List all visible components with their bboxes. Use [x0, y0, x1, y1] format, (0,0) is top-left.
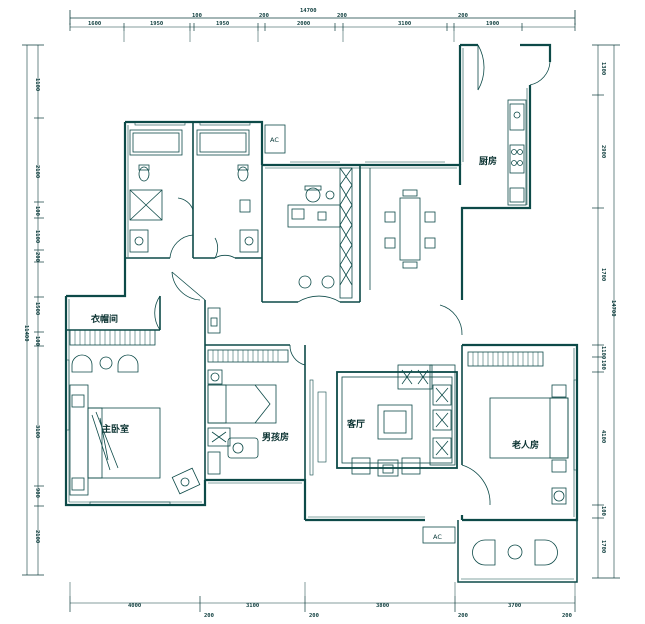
top-dim-6: 2000 [297, 21, 310, 27]
left-dim-6: 1500 [34, 302, 40, 315]
windows [65, 121, 578, 506]
bottom-dimension: 4000 3100 3800 3700 200 200 200 200 [69, 582, 576, 619]
left-dimension: 11400 1100 2100 100 1100 200 1500 100 31… [22, 44, 44, 576]
top-dim-4: 1950 [216, 21, 229, 27]
top-dim-2: 1950 [150, 21, 163, 27]
left-dim-1: 1100 [34, 78, 40, 91]
ac-label-bottom: AC [433, 533, 442, 541]
elder-room-furniture [467, 351, 569, 566]
right-dim-7: 100 [600, 506, 606, 516]
left-dim-8: 3100 [34, 425, 40, 438]
room-label-master-bedroom: 主卧室 [102, 423, 129, 435]
right-dim-8: 1700 [600, 540, 606, 553]
study-furniture [287, 167, 353, 303]
room-label-wardrobe: 衣帽间 [91, 313, 118, 325]
bottom-dim-1: 4000 [128, 603, 141, 609]
left-total-dim: 11400 [23, 325, 29, 342]
kitchen-fixtures [507, 99, 527, 206]
right-total-dim: 14700 [610, 300, 616, 317]
exterior-walls [64, 43, 579, 583]
master-bedroom-furniture [69, 295, 201, 496]
boys-room-furniture [207, 349, 289, 475]
room-label-kitchen: 厨房 [479, 155, 497, 167]
left-dim-4: 1100 [34, 230, 40, 243]
top-dim-3: 100 [192, 13, 202, 19]
right-dim-6: 4100 [600, 430, 606, 443]
bottom-sub-2: 200 [309, 613, 319, 619]
left-dim-3: 100 [34, 206, 40, 216]
ac-unit-bottom [422, 526, 456, 544]
bottom-dim-2: 3100 [246, 603, 259, 609]
bottom-dim-3: 3800 [376, 603, 389, 609]
dining-furniture [369, 168, 436, 290]
bottom-sub-3: 200 [458, 613, 468, 619]
kitchen-door [477, 44, 551, 91]
bottom-sub-1: 200 [204, 613, 214, 619]
right-dim-5: 100 [600, 360, 606, 370]
left-dim-10: 2100 [34, 530, 40, 543]
bathrooms [129, 124, 286, 259]
top-dimension: 14700 1600 1950 100 1950 200 2000 200 31… [69, 8, 576, 42]
top-dim-8: 3100 [398, 21, 411, 27]
left-dim-7: 100 [34, 336, 40, 346]
top-dim-7: 200 [337, 13, 347, 19]
doors [171, 271, 491, 506]
right-dimension: 14700 1300 2900 1700 1100 100 4100 100 1… [592, 44, 620, 579]
room-label-elder-room: 老人房 [511, 439, 539, 451]
room-label-living-room: 客厅 [346, 418, 365, 430]
left-dim-5: 200 [34, 252, 40, 262]
top-dim-9: 200 [458, 13, 468, 19]
top-dim-10: 1900 [486, 21, 499, 27]
living-room-furniture [336, 364, 458, 477]
left-dim-9: 900 [34, 488, 40, 498]
top-total-dim: 14700 [300, 8, 317, 14]
bottom-dim-4: 3700 [508, 603, 521, 609]
room-label-boys-room: 男孩房 [262, 431, 289, 443]
ac-label-top: AC [270, 136, 279, 144]
left-dim-2: 2100 [34, 165, 40, 178]
right-dim-1: 1300 [600, 62, 606, 75]
right-dim-2: 2900 [600, 145, 606, 158]
right-dim-4: 1100 [600, 346, 606, 359]
wall-inner-lines [68, 48, 575, 580]
bottom-sub-4: 200 [562, 613, 572, 619]
right-dim-3: 1700 [600, 268, 606, 281]
top-dim-5: 200 [259, 13, 269, 19]
top-dim-1: 1600 [88, 21, 101, 27]
